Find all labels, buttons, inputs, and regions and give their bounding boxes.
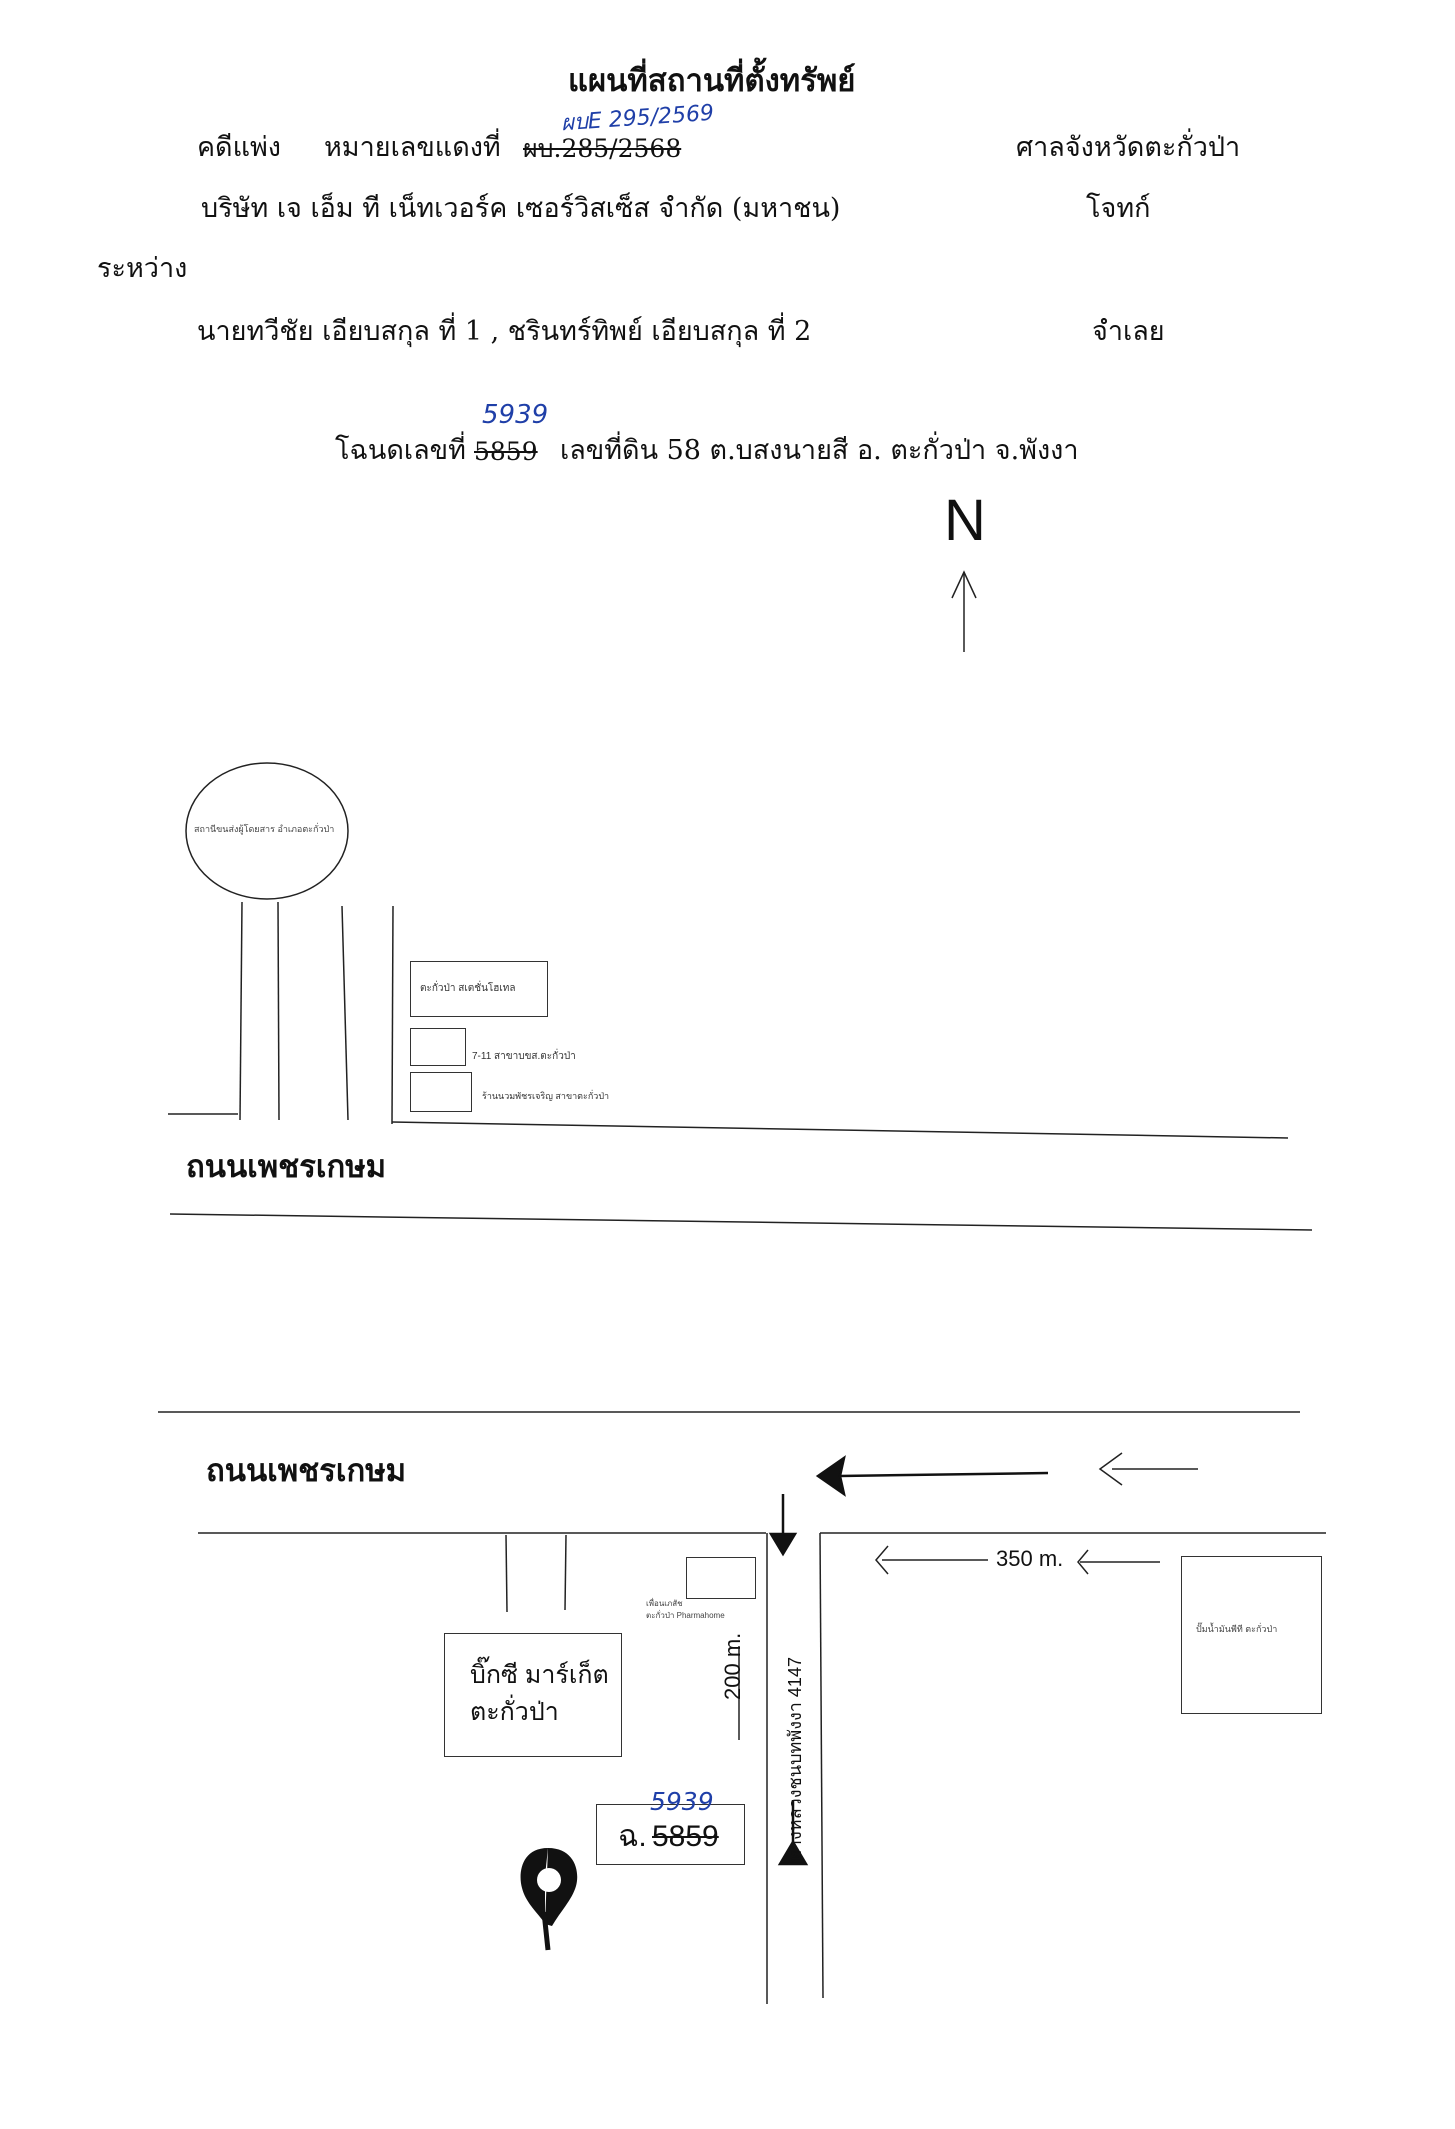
north-arrow-head <box>951 570 977 599</box>
highway-arrow-up-head <box>777 1839 809 1866</box>
plot-number-handwritten: 5939 <box>650 1787 714 1816</box>
seven-eleven-label: 7-11 สาขาบขส.ตะกั่วป่า <box>472 1051 576 1062</box>
deed-label: โฉนดเลขที่ <box>335 435 466 466</box>
document-title: แผนที่สถานที่ตั้งทรัพย์ <box>568 63 856 99</box>
lower-road-arrow-right-head <box>1098 1452 1123 1486</box>
seven-eleven-box <box>410 1028 466 1066</box>
shop-box <box>410 1072 472 1112</box>
plaintiff-role: โจทก์ <box>1086 193 1151 224</box>
bigc-label-line2: ตะกั่วป่า <box>470 1698 559 1726</box>
lower-road-name: ถนนเพชรเกษม <box>206 1453 407 1488</box>
case-number-printed: ผบ.285/2568 <box>523 134 682 163</box>
defendant-names: นายทวีชัย เอียบสกุล ที่ 1 , ชรินทร์ทิพย์… <box>197 316 812 347</box>
plot-prefix: ฉ. <box>618 1820 647 1853</box>
terminal-road-right-1 <box>341 905 349 1121</box>
highway-4147-right-edge <box>819 1532 824 1999</box>
distance-350-label: 350 m. <box>996 1546 1064 1571</box>
terminal-road-left-1 <box>239 901 243 1121</box>
bus-terminal-label: สถานีขนส่งผู้โดยสาร อำเภอตะกั่วป่า <box>194 824 335 834</box>
plaintiff-name: บริษัท เจ เอ็ม ที เน็ทเวอร์ค เซอร์วิสเซ็… <box>201 193 841 224</box>
lower-road-arrow-bold-line <box>839 1471 1049 1478</box>
highway-4147-label: ทางหลวงชนบทพังงา 4147 <box>785 1657 805 1862</box>
side-street-left-1 <box>505 1534 508 1613</box>
north-label: N <box>944 488 986 553</box>
hotel-box <box>410 961 548 1017</box>
plot-number-printed: 5859 <box>652 1820 719 1853</box>
lower-road-arrow-bold-head <box>815 1455 846 1497</box>
pharmacy-label-2: ตะกั่วป่า Pharmahome <box>646 1611 725 1620</box>
terminal-road-left-2 <box>277 901 280 1121</box>
hotel-label: ตะกั่วป่า สเตชั่นโฮเทล <box>420 983 516 994</box>
bigc-label-line1: บิ๊กซี มาร์เก็ต <box>470 1661 609 1689</box>
deed-number-handwritten: 5939 <box>482 400 549 430</box>
deed-location: เลขที่ดิน 58 ต.บสงนายสี อ. ตะกั่วป่า จ.พ… <box>560 435 1079 466</box>
side-street-left-2 <box>564 1534 567 1611</box>
court-name: ศาลจังหวัดตะกั่วป่า <box>1016 132 1241 163</box>
pharmacy-box <box>686 1557 756 1599</box>
location-pin-icon <box>520 1848 578 1951</box>
pharmacy-label-1: เพื่อนเภสัช <box>646 1599 683 1608</box>
upper-road-top <box>391 1121 1289 1139</box>
gas-station-box <box>1181 1556 1322 1714</box>
distance-200-label: 200 m. <box>720 1632 745 1700</box>
distance-350-arrowhead-right <box>1077 1549 1089 1575</box>
bigc-box <box>444 1633 622 1757</box>
terminal-road-right-2 <box>391 905 394 1125</box>
bus-terminal-circle <box>185 762 349 900</box>
defendant-role: จำเลย <box>1092 316 1165 347</box>
upper-road-name: ถนนเพชรเกษม <box>186 1149 387 1184</box>
case-type: คดีแพ่ง <box>197 132 281 163</box>
plot-box <box>596 1804 745 1865</box>
deed-number-printed: 5859 <box>474 437 538 466</box>
between-label: ระหว่าง <box>97 253 188 284</box>
gas-station-label: ปั๊มน้ำมันพีที ตะกั่วป่า <box>1196 1624 1278 1634</box>
distance-350-arrowhead-left <box>875 1545 889 1575</box>
shop-label: ร้านนวมพัชรเจริญ สาขาตะกั่วป่า <box>482 1091 610 1101</box>
upper-road-bottom <box>169 1213 1313 1231</box>
highway-arrow-down-head <box>768 1532 798 1557</box>
case-number-label: หมายเลขแดงที่ <box>324 132 501 163</box>
